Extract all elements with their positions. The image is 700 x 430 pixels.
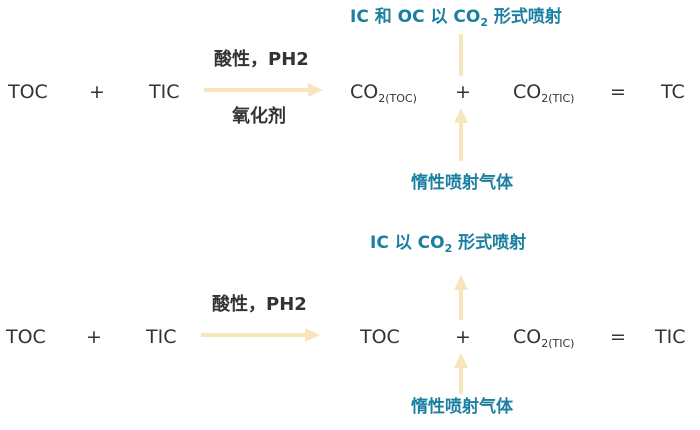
eq1-tc: TC	[661, 81, 685, 103]
eq2-toc: TOC	[6, 326, 46, 348]
up-arrow-bottom-1	[454, 108, 468, 161]
up-arrow-top-1	[459, 34, 463, 76]
eq1-top-note: IC 和 OC 以 CO2 形式喷射	[350, 7, 562, 29]
eq2-plus-1: +	[86, 326, 102, 348]
eq2-plus-2: +	[455, 326, 471, 348]
eq2-arrow-label-top: 酸性，PH2	[212, 294, 307, 315]
eq1-arrow-label-top: 酸性，PH2	[214, 49, 309, 70]
eq1-co2-tic: CO2(TIC)	[513, 81, 575, 105]
eq2-inert-gas: 惰性喷射气体	[411, 397, 513, 417]
reaction-arrow-1	[204, 83, 323, 97]
eq1-inert-gas: 惰性喷射气体	[411, 173, 513, 193]
eq2-tic: TIC	[146, 326, 177, 348]
eq1-toc: TOC	[8, 81, 48, 103]
eq1-plus-2: +	[455, 81, 471, 103]
eq2-toc-2: TOC	[360, 326, 400, 348]
eq1-tic: TIC	[149, 81, 180, 103]
eq2-equals: =	[610, 326, 626, 348]
eq2-top-note: IC 以 CO2 形式喷射	[370, 233, 527, 255]
eq1-co2-toc: CO2(TOC)	[350, 81, 417, 105]
eq2-tic-2: TIC	[655, 326, 686, 348]
eq1-arrow-label-bottom: 氧化剂	[232, 106, 286, 127]
eq2-co2-tic: CO2(TIC)	[513, 326, 575, 350]
reaction-arrow-2	[201, 328, 320, 342]
eq1-plus-1: +	[89, 81, 105, 103]
eq1-equals: =	[610, 81, 626, 103]
up-arrow-bottom-2	[454, 353, 468, 394]
up-arrow-top-2	[454, 275, 468, 320]
